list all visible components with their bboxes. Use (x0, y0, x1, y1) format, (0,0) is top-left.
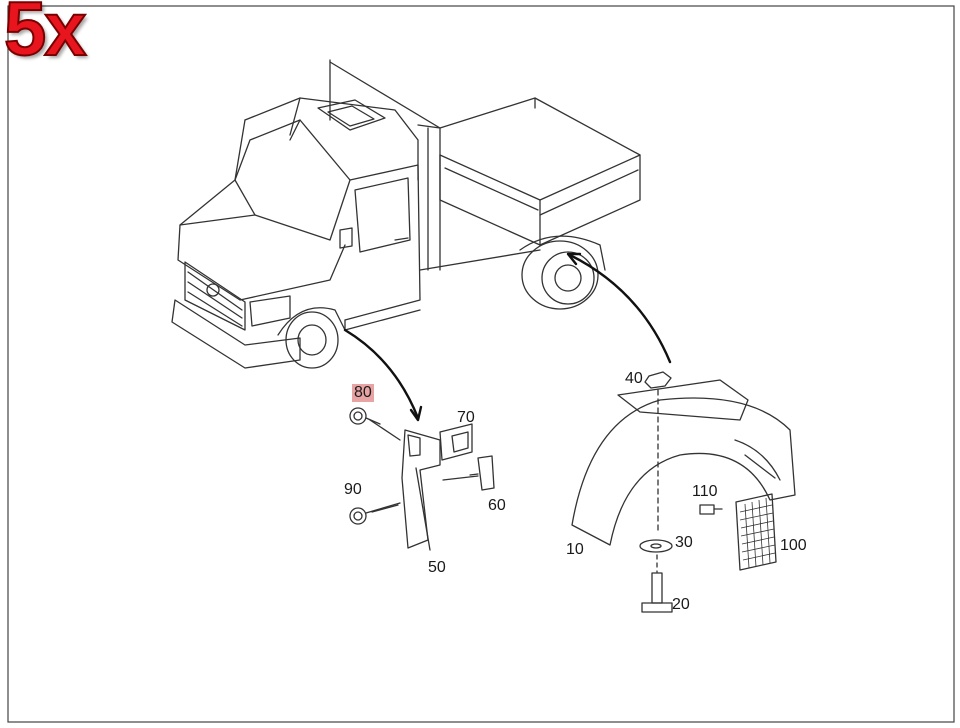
callout-20: 20 (672, 596, 690, 613)
part-30-washer (639, 539, 673, 553)
part-110-pin (699, 504, 723, 515)
arrow-to-rear-wheel (566, 252, 672, 364)
part-70-clip (439, 423, 473, 461)
callout-50: 50 (428, 559, 446, 576)
part-90-screw (349, 502, 401, 525)
quantity-badge: 5x (3, 0, 88, 72)
callout-90: 90 (344, 481, 362, 498)
diagram-frame (7, 5, 955, 723)
part-100-grille (735, 493, 777, 571)
callout-40: 40 (625, 370, 643, 387)
part-40-nut (644, 371, 672, 531)
callout-30: 30 (675, 534, 693, 551)
callout-110: 110 (692, 483, 718, 500)
part-10-wheelarch (571, 379, 796, 546)
truck-illustration (171, 59, 641, 369)
callout-80-highlighted: 80 (352, 384, 374, 402)
part-50-mudflap (401, 429, 441, 551)
callout-10: 10 (566, 541, 584, 558)
part-20-bolt (641, 554, 673, 613)
callout-60: 60 (488, 497, 506, 514)
arrow-to-front-wheel (343, 328, 423, 422)
part-80-bolt (349, 407, 401, 441)
part-60-nut (442, 455, 495, 491)
callout-100: 100 (780, 537, 807, 554)
grille-mesh (739, 497, 776, 569)
callout-70: 70 (457, 409, 475, 426)
